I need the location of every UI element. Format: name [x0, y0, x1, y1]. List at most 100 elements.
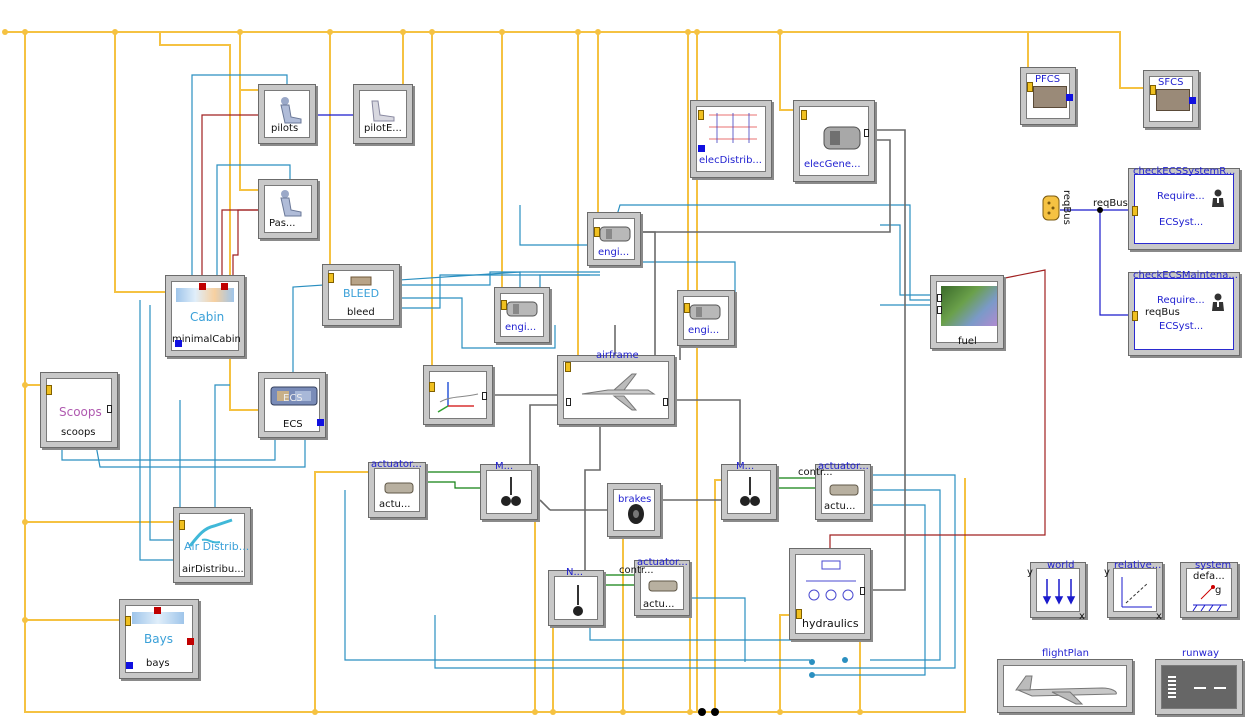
port-red [221, 283, 228, 290]
port-bus [796, 609, 802, 619]
port [107, 405, 112, 413]
port-bus [328, 273, 334, 283]
pilots-label: pilots [271, 123, 299, 134]
engine-3-label: engi... [688, 325, 720, 336]
pilot-e-block[interactable]: pilotE... [353, 84, 413, 144]
bleed-name: bleed [347, 307, 375, 318]
actuator-mid-block[interactable]: actuator... contr... actu... [619, 557, 690, 616]
air-distribution-block[interactable]: Air Distrib... airDistribu... [173, 507, 251, 583]
runway-block[interactable]: runway [1155, 648, 1243, 715]
port-red [154, 607, 161, 614]
scoops-name: scoops [61, 427, 96, 438]
port-bus [429, 382, 435, 392]
landing-gear-icon [740, 477, 760, 506]
ecs-title: ECS [283, 393, 303, 404]
fuel-tank-icon [941, 286, 997, 326]
trajectory-axes-icon [437, 382, 479, 413]
relative-axis-y: y [1104, 567, 1110, 578]
electrical-schematic-icon [709, 113, 757, 143]
system-title: system [1195, 560, 1232, 571]
hydraulics-block[interactable]: hydraulics [789, 548, 871, 640]
actuator-right-name: actu... [824, 501, 856, 512]
actuator-left-block[interactable]: actuator... actu... [368, 459, 426, 518]
actuator-right-title: actuator... [818, 461, 869, 472]
port-bus [179, 520, 185, 530]
check-ecs-system-block[interactable]: checkECSSystemR... Require... ECSyst... [1128, 166, 1240, 250]
system-defaults-icon [1192, 585, 1227, 611]
trajectory-block[interactable] [423, 365, 493, 425]
engine-icon [506, 301, 538, 317]
bleed-valve-icon [350, 276, 372, 286]
relative-label: relative... [1114, 560, 1162, 571]
person-icon [1212, 293, 1224, 311]
engine-2-label: engi... [505, 322, 537, 333]
world-axis-x: x [1079, 611, 1085, 622]
system-block[interactable]: system defa... g [1180, 560, 1238, 618]
sfcs-label: SFCS [1158, 77, 1184, 88]
world-block[interactable]: world y x [1027, 560, 1086, 622]
fuel-label: fuel [958, 336, 977, 347]
port [864, 129, 869, 137]
nose-gear-block[interactable]: N... [548, 567, 604, 626]
port-bus [594, 227, 600, 237]
scoops-block[interactable]: Scoops scoops [40, 372, 118, 448]
brakes-block[interactable]: brakes [607, 483, 661, 537]
engine-1-block[interactable]: engi... [587, 212, 641, 266]
port-bus [1132, 206, 1138, 216]
cabin-block[interactable]: Cabin minimalCabin [165, 275, 245, 357]
port-bus [565, 362, 571, 372]
elec-gene-block[interactable]: elecGene... [793, 100, 875, 182]
seated-person-icon [280, 97, 302, 124]
fuel-block[interactable]: fuel [930, 275, 1004, 349]
pilots-block[interactable]: pilots [258, 84, 316, 144]
engine-2-block[interactable]: engi... [494, 287, 550, 343]
relative-axis-x: x [1156, 611, 1162, 622]
bleed-block[interactable]: BLEED bleed [322, 264, 400, 326]
nose-gear-label: N... [566, 567, 584, 578]
actuator-right-control: contr... [798, 467, 833, 478]
person-icon [1212, 189, 1224, 207]
scoops-title: Scoops [59, 405, 102, 419]
air-distrib-title: Air Distrib... [184, 540, 250, 553]
relative-frame-icon [1121, 577, 1152, 608]
main-gear-left-label: M... [495, 461, 514, 472]
flight-plan-block[interactable]: flightPlan [997, 648, 1133, 713]
bays-name: bays [146, 658, 170, 669]
relative-block[interactable]: relative... y x [1104, 560, 1163, 622]
sfcs-block[interactable]: SFCS [1143, 70, 1199, 128]
port [860, 587, 865, 595]
main-gear-left-block[interactable]: M... [480, 461, 538, 520]
actuator-icon [829, 484, 859, 496]
port-blue [175, 340, 182, 347]
port-bus [46, 385, 52, 395]
bays-block[interactable]: Bays bays [119, 599, 199, 679]
engine-icon [689, 304, 721, 320]
elec-distrib-label: elecDistrib... [699, 155, 762, 166]
req-bus-connector[interactable] [1040, 194, 1062, 222]
wheel-icon [628, 504, 644, 524]
main-gear-right-block[interactable]: M... [721, 461, 777, 520]
port-bus [801, 110, 807, 120]
pfcs-block[interactable]: PFCS [1020, 67, 1076, 125]
elec-distrib-block[interactable]: elecDistrib... [690, 100, 772, 178]
ecs-block[interactable]: ECS ECS [258, 372, 326, 438]
port [566, 398, 571, 406]
landing-gear-icon [501, 477, 521, 506]
port-bus [684, 303, 690, 313]
engine-1-label: engi... [598, 247, 630, 258]
port-blue [317, 419, 324, 426]
actuator-mid-name: actu... [643, 599, 675, 610]
airframe-block[interactable]: airframe [557, 350, 675, 425]
brakes-label: brakes [618, 494, 652, 505]
passengers-block[interactable]: Pas... [258, 179, 318, 239]
check-ecs-maintenance-block[interactable]: checkECSMaintena... Require... reqBus EC… [1128, 270, 1240, 356]
port-bus [1150, 85, 1156, 95]
ecs-unit-icon [270, 386, 318, 406]
engine-3-block[interactable]: engi... [677, 290, 735, 346]
pfcs-label: PFCS [1035, 74, 1061, 85]
port-blue [126, 662, 133, 669]
actuator-right-block[interactable]: actuator... contr... actu... [798, 461, 871, 520]
bays-thermal-icon [132, 612, 184, 624]
